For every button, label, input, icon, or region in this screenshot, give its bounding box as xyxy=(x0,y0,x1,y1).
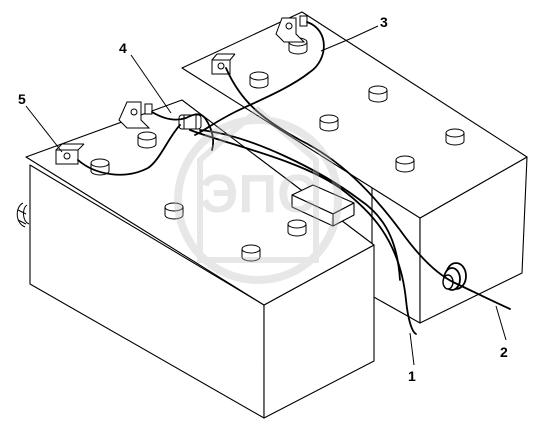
callout-5: 5 xyxy=(18,91,26,107)
filler-cap xyxy=(249,71,269,89)
filler-cap xyxy=(287,219,307,237)
leader-line-3 xyxy=(320,25,379,52)
callout-3: 3 xyxy=(380,14,388,30)
cables xyxy=(77,21,511,335)
leader-lines xyxy=(25,25,507,366)
jumper-cable-5 xyxy=(77,124,181,176)
cable-1 xyxy=(189,129,417,335)
filler-cap xyxy=(395,155,415,173)
leader-line-1 xyxy=(409,332,415,366)
watermark-text: ЭПС xyxy=(200,164,316,224)
cable-2 xyxy=(225,67,511,310)
filler-cap xyxy=(241,244,261,262)
rear-battery xyxy=(181,11,528,324)
filler-cap xyxy=(164,202,184,220)
leader-line-5 xyxy=(25,105,63,153)
filler-cap xyxy=(445,128,465,146)
rear-battery-terminal-clamp xyxy=(211,53,236,75)
callout-1: 1 xyxy=(408,368,416,384)
filler-cap xyxy=(137,131,157,149)
filler-cap xyxy=(90,158,110,176)
front-battery-terminal-bracket xyxy=(118,101,153,129)
cable-1-branch xyxy=(199,129,401,281)
callout-4: 4 xyxy=(119,40,127,56)
leader-line-4 xyxy=(130,54,172,114)
jumper-cable-4 xyxy=(151,111,215,151)
front-battery xyxy=(16,99,375,419)
leader-line-2 xyxy=(495,305,507,341)
callout-labels: 1 2 3 4 5 xyxy=(18,14,508,384)
rear-battery-top-face xyxy=(181,11,528,219)
cable-3 xyxy=(194,21,325,136)
watermark: ЭПС xyxy=(174,106,342,284)
filler-cap xyxy=(368,85,388,103)
connector-block xyxy=(291,184,355,227)
battery-handle xyxy=(16,202,30,228)
front-battery-filler-caps xyxy=(90,131,307,262)
cable-gland xyxy=(442,262,467,291)
front-battery-terminal-clamp xyxy=(55,143,85,165)
filler-cap xyxy=(319,114,339,132)
rear-battery-terminal-bracket xyxy=(275,15,308,43)
callout-2: 2 xyxy=(500,344,508,360)
